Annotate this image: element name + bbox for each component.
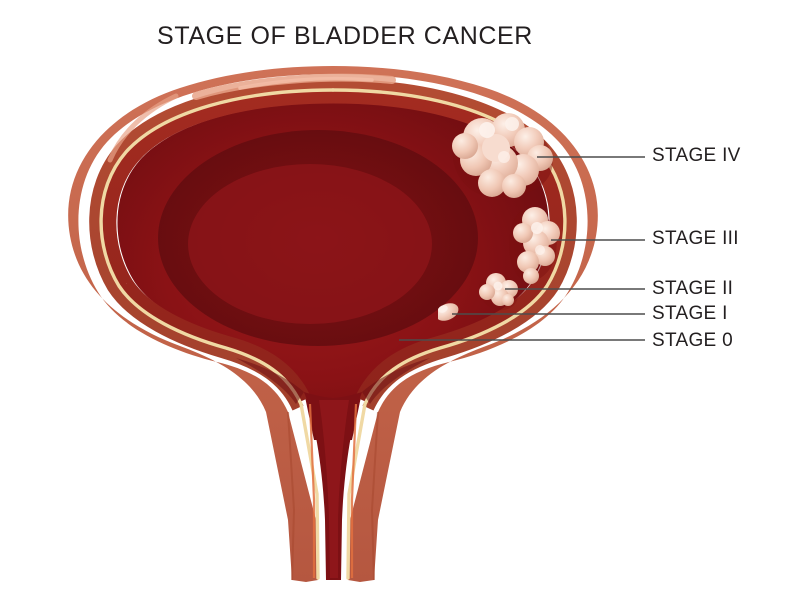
tumor-stage-iv [452, 113, 553, 198]
bladder-body [68, 66, 598, 582]
urethra-stripe-right [350, 403, 358, 578]
bladder-muscle-layer [332, 79, 577, 411]
tumor-stage-iii [509, 207, 560, 284]
bladder-neck-shadow-left [236, 358, 304, 404]
urethra-inner-shading [319, 400, 349, 578]
bladder-neck-shadow-right [362, 358, 430, 404]
callout-label-stage-iii: STAGE III [652, 228, 739, 249]
bladder-muscle-layer-left [89, 79, 334, 411]
callout-label-stage-0: STAGE 0 [652, 330, 733, 351]
lumen-center-glow [188, 164, 432, 324]
page-title: STAGE OF BLADDER CANCER [157, 22, 533, 50]
urethra-outer-edge-right [370, 411, 379, 581]
callout-label-stage-ii: STAGE II [652, 278, 734, 299]
bladder-mucosa-layer-left [101, 88, 334, 404]
outer-wall-highlight-bright [238, 76, 374, 90]
callout-label-stage-iv: STAGE IV [652, 145, 741, 166]
outer-wall-highlight-left [107, 93, 179, 163]
callout-leader-lines [399, 156, 645, 341]
tumor-group [386, 113, 560, 346]
submucosa-line-right [331, 88, 567, 580]
callout-label-stage-i: STAGE I [652, 303, 728, 324]
bladder-mucosa-layer [332, 88, 565, 404]
urethra-outer-edge-left [287, 411, 296, 581]
urethra-stripe-left [308, 403, 316, 578]
tumor-stage-i [435, 303, 459, 321]
submucosa-line-left [99, 88, 335, 580]
